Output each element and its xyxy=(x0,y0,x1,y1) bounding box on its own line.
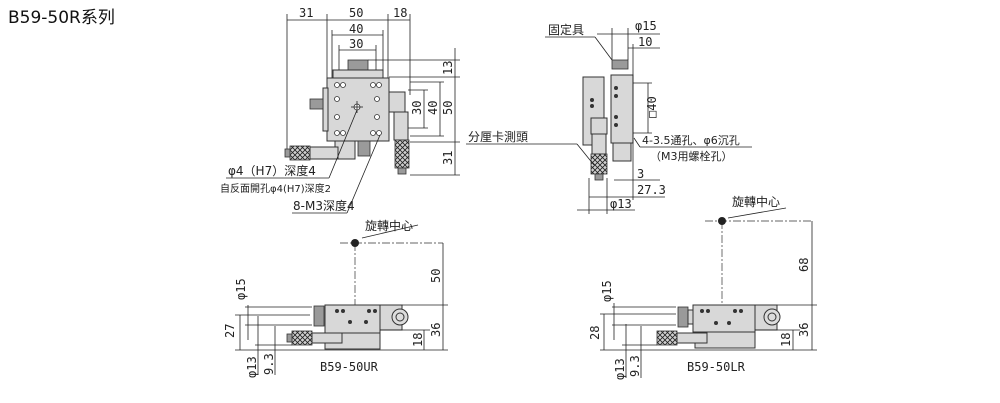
dim-50: 50 xyxy=(349,6,363,20)
rotation-center-marker xyxy=(351,239,359,247)
label-bolt-holes: （M3用螺栓孔） xyxy=(650,149,733,163)
model-ur-view: 旋轉中心 50 36 18 27 φ15 φ13 9.3 B59-50UR xyxy=(223,218,448,378)
dim-phi13-ur: φ13 xyxy=(245,356,259,378)
dim-13: 13 xyxy=(441,61,455,75)
dim-phi15: φ15 xyxy=(635,19,657,33)
dim-50-vertical: 50 xyxy=(441,101,455,115)
dim-68-lr: 68 xyxy=(797,258,811,272)
dim-30: 30 xyxy=(349,37,363,51)
label-through-holes: 4-3.5通孔、φ6沉孔 xyxy=(642,134,740,147)
label-back-hole: 自反面開孔φ4(H7)深度2 xyxy=(220,182,331,195)
dim-3: 3 xyxy=(637,167,644,181)
dim-31: 31 xyxy=(299,6,313,20)
dim-18-ur: 18 xyxy=(411,333,425,347)
dim-9-3-lr: 9.3 xyxy=(628,355,642,377)
dim-36-lr: 36 xyxy=(797,323,811,337)
dim-phi13: φ13 xyxy=(610,197,632,211)
label-tapped-holes: 8-M3深度4 xyxy=(293,198,355,213)
rotation-center-label-lr: 旋轉中心 xyxy=(732,194,780,209)
model-lr-view: 旋轉中心 68 36 18 28 φ15 φ13 9.3 B59-50LR xyxy=(588,194,817,380)
clamp-knob xyxy=(347,59,369,71)
dim-40: 40 xyxy=(349,22,363,36)
side-view: φ15 10 □40 3 27.3 φ13 固定具 分厘卡測頭 4-3.5通孔、… xyxy=(466,19,752,214)
dim-18-lr: 18 xyxy=(779,333,793,347)
dim-18: 18 xyxy=(393,6,407,20)
top-view: 31 50 18 40 30 xyxy=(220,6,460,214)
dim-phi15-ur: φ15 xyxy=(234,278,248,300)
label-micrometer: 分厘卡測頭 xyxy=(468,130,528,144)
dim-36-ur: 36 xyxy=(429,323,443,337)
dim-27-3: 27.3 xyxy=(637,183,666,197)
dim-28-lr: 28 xyxy=(588,326,602,340)
dim-phi13-lr: φ13 xyxy=(613,358,627,380)
label-pin-hole: φ4（H7）深度4 xyxy=(228,163,316,178)
model-name-ur: B59-50UR xyxy=(320,360,379,374)
rotation-center-marker-lr xyxy=(718,217,726,225)
dim-phi15-lr: φ15 xyxy=(600,280,614,302)
dim-40-vertical: 40 xyxy=(426,101,440,115)
model-name-lr: B59-50LR xyxy=(687,360,746,374)
dim-31-bottom: 31 xyxy=(441,151,455,165)
dim-50-ur: 50 xyxy=(429,269,443,283)
dim-10: 10 xyxy=(638,35,652,49)
dim-30-vertical: 30 xyxy=(410,101,424,115)
label-clamp: 固定具 xyxy=(548,22,584,37)
dim-27-ur: 27 xyxy=(223,324,237,338)
stage-body-ur xyxy=(324,304,381,334)
dim-9-3-ur: 9.3 xyxy=(262,353,276,375)
page-title: B59-50R系列 xyxy=(8,8,115,28)
dim-square-40: □40 xyxy=(645,96,659,118)
rotation-center-label-ur: 旋轉中心 xyxy=(365,218,413,233)
